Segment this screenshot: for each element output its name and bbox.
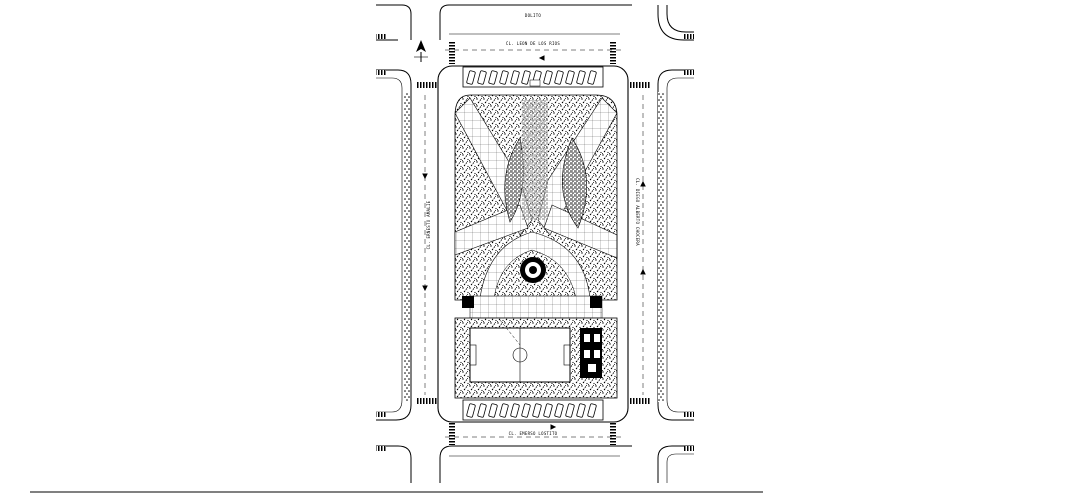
north-arrow-icon [414, 40, 428, 62]
parked-car [488, 403, 498, 418]
parked-car [565, 403, 575, 418]
parking-bay-north [462, 66, 604, 88]
parked-car [499, 403, 509, 418]
parked-car [499, 70, 509, 85]
planter-right [562, 137, 587, 229]
parked-car [587, 70, 597, 85]
parked-car [543, 70, 553, 85]
parked-car [565, 70, 575, 85]
parked-car [510, 70, 520, 85]
parked-car [466, 403, 476, 418]
label-street-west: CL. ERNESTO AMALIE [426, 200, 431, 249]
parked-car [532, 403, 542, 418]
parked-car [576, 403, 586, 418]
sports-zone [454, 317, 618, 399]
label-street-south: CL. EMERSO LOSTITO [509, 431, 558, 436]
plaza [454, 79, 618, 319]
parked-car [477, 403, 487, 418]
label-street-north: CL. LEON DE LOS RIOS [506, 41, 560, 46]
parked-car [554, 70, 564, 85]
parked-car [510, 403, 520, 418]
side-planting-strips [404, 92, 664, 402]
parked-car [466, 70, 476, 85]
parked-car [488, 70, 498, 85]
label-street-east: CL. DIEGO ALBERTO CHOCERA [635, 178, 640, 246]
parked-car [477, 70, 487, 85]
parked-car [521, 70, 531, 85]
parked-car [521, 403, 531, 418]
street-labels: DOLITO CL. LEON DE LOS RIOS CL. EMERSO L… [426, 13, 640, 436]
crosswalks [416, 42, 650, 445]
parking-bay-south [462, 399, 604, 421]
parked-car [576, 70, 586, 85]
parked-car [587, 403, 597, 418]
parked-car [554, 403, 564, 418]
parked-car [543, 403, 553, 418]
street-lines [422, 49, 646, 438]
label-top-building: DOLITO [525, 13, 542, 18]
